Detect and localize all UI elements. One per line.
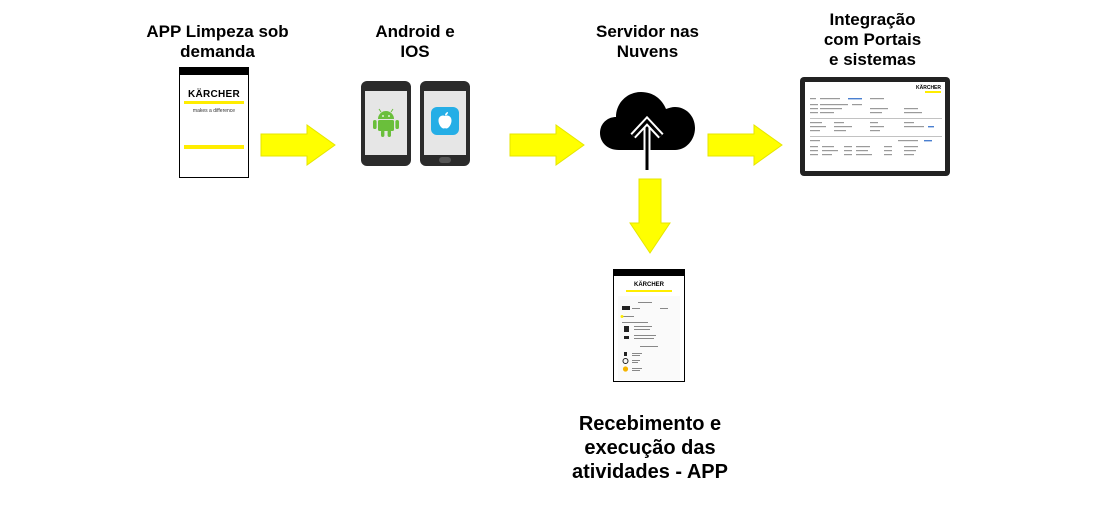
iphone [420,81,470,166]
label-cloud-line1: Servidor nas [596,22,699,41]
label-execution-line2: execução das [584,437,716,459]
portal-logo: KÄRCHER [916,85,941,91]
label-execution-line1: Recebimento e [578,413,722,435]
label-app: APP Limpeza sob demanda [130,22,305,62]
android-icon [373,108,399,137]
portal-logo-bar [925,91,941,93]
karcher-logo: KÄRCHER [187,89,241,100]
label-execution: Recebimento e execução das atividades - … [545,412,755,484]
arrow-right-icon [509,124,585,166]
label-cloud: Servidor nas Nuvens [575,22,720,62]
karcher-logo-small: KÄRCHER [634,282,664,288]
apple-icon [431,107,459,135]
label-integration: Integração com Portais e sistemas [800,10,945,70]
logo-yellow-bar [626,290,672,292]
execution-phone-screen: KÄRCHER [613,269,685,382]
cloud-upload-icon [600,92,695,170]
android-phone [361,81,411,166]
app-phone-screen: KÄRCHER makes a difference [179,67,249,178]
arrow-down-icon [629,178,671,254]
label-integration-line3: e sistemas [829,50,916,69]
label-app-line2: demanda [180,42,255,61]
logo-yellow-bar [184,101,244,104]
brand-tagline: makes a difference [192,108,236,114]
arrow-right-icon [707,124,783,166]
phone-status-bar [614,270,684,276]
label-platform: Android e IOS [355,22,475,62]
home-button [439,157,451,163]
arrow-right-icon [260,124,336,166]
label-execution-line3: atividades - APP [572,461,728,483]
task-list-preview [618,296,680,380]
phone-status-bar [180,68,248,75]
label-platform-line2: IOS [400,42,430,61]
label-cloud-line2: Nuvens [616,42,679,61]
label-integration-line1: Integração [829,10,916,29]
label-platform-line1: Android e [375,22,455,41]
portal-screen: KÄRCHER [805,82,945,171]
start-button [184,145,244,149]
portal-tablet: KÄRCHER [800,77,950,176]
portal-form-lines [810,98,942,156]
label-integration-line2: com Portais [823,30,922,49]
label-app-line1: APP Limpeza sob [146,22,289,41]
